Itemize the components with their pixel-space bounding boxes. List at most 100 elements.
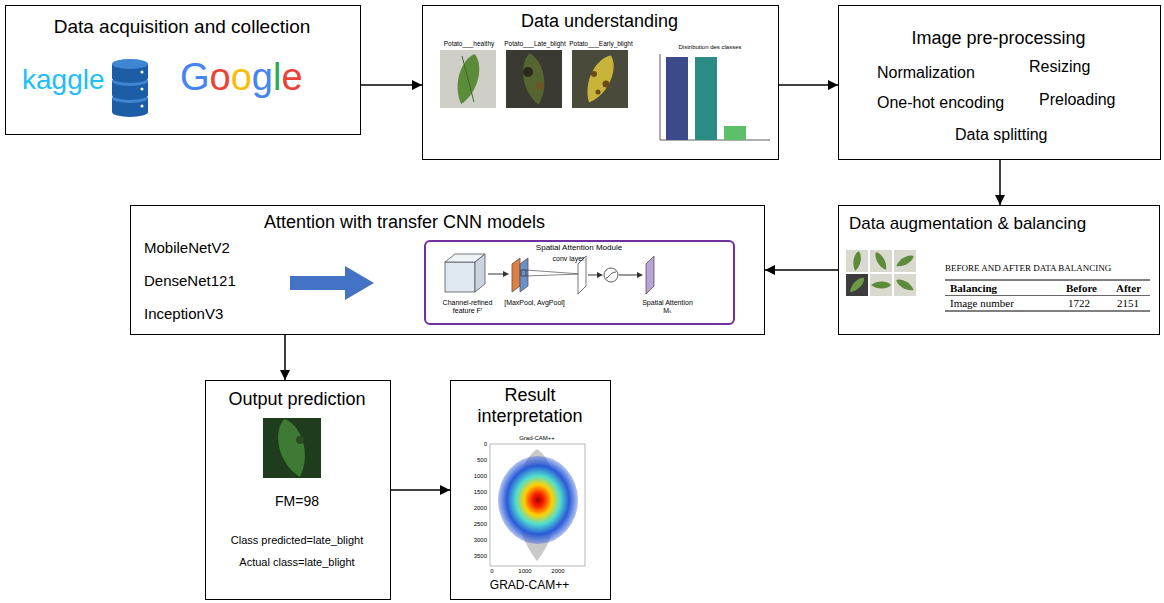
db-light xyxy=(141,105,144,108)
conv-line xyxy=(526,270,581,274)
box-title: Data understanding xyxy=(423,11,776,32)
leaf-spot xyxy=(536,82,544,90)
box-text: Google xyxy=(180,56,303,100)
box-text: Potato___Early_blight xyxy=(556,40,646,47)
chart-bar xyxy=(724,126,746,140)
box-text: conv layer xyxy=(553,255,585,263)
flow-head xyxy=(637,272,643,278)
box-text: InceptionV3 xyxy=(144,305,223,322)
box-text: [MaxPool, AvgPool] xyxy=(500,299,570,307)
logo-letter: l xyxy=(273,56,281,98)
module-box: Spatial Attention ModuleChannel-refined … xyxy=(424,240,735,325)
leaf xyxy=(272,416,311,480)
caption-text: Grad-CAM++ xyxy=(507,435,567,442)
axis-tick: 1000 xyxy=(457,473,487,480)
leaf-spot xyxy=(591,71,597,77)
conv-line xyxy=(526,274,581,276)
thumb-ground xyxy=(440,50,496,108)
table-cell: 1722 xyxy=(1068,297,1090,309)
flow-line xyxy=(588,275,598,276)
box-text: MobileNetV2 xyxy=(144,239,230,256)
logo-letter: o xyxy=(231,56,252,98)
flow-head xyxy=(503,271,509,277)
thumb-ground xyxy=(572,50,628,108)
leaf xyxy=(580,51,620,107)
box-text: Channel-refined feature F′ xyxy=(436,299,500,315)
pool-map xyxy=(512,258,520,292)
flow-arrow xyxy=(361,84,422,86)
axis-tick: 0 xyxy=(457,441,487,448)
axis-tick: 1500 xyxy=(457,489,487,496)
box-text: Data splitting xyxy=(955,126,1048,144)
table-rules xyxy=(945,280,1150,311)
box-text: Potato___healthy xyxy=(424,40,514,47)
process-box: Attention with transfer CNN modelsMobile… xyxy=(130,205,765,335)
table-rule xyxy=(945,280,1150,281)
box-text: DenseNet121 xyxy=(144,272,236,289)
flow-arrow xyxy=(779,84,838,86)
box-title: Spatial Attention Module xyxy=(426,243,732,252)
flow-arrow xyxy=(391,489,450,491)
logo-letter: e xyxy=(281,56,302,98)
leaf-spot xyxy=(296,436,304,444)
axis-tick: 1000 xyxy=(515,568,535,575)
caption-text: Distribution des classes xyxy=(675,44,745,51)
leaf-rib xyxy=(462,56,474,102)
db-light xyxy=(141,88,144,91)
prediction-image xyxy=(263,416,321,480)
leaf xyxy=(873,251,889,272)
db-part xyxy=(112,59,148,69)
leaf xyxy=(452,51,484,106)
box-text: Class predicted=late_blight xyxy=(206,534,388,547)
class-bar-chart xyxy=(660,54,770,140)
leaf-spot xyxy=(523,67,533,77)
box-text: Normalization xyxy=(877,64,975,82)
chart-bar xyxy=(695,57,717,140)
table-cell: Balancing xyxy=(950,282,997,294)
thumb-ground xyxy=(870,274,892,296)
heatmap xyxy=(498,456,578,544)
box-text: Resizing xyxy=(1029,58,1090,76)
augmented-thumbnails xyxy=(846,250,916,296)
conv-map xyxy=(578,256,586,294)
box-title: Result interpretation xyxy=(455,385,605,426)
attention-map xyxy=(646,256,654,294)
thumb-ground xyxy=(846,250,868,272)
table-rule xyxy=(945,311,1150,312)
table-rule xyxy=(945,295,1150,296)
axis-tick: 3500 xyxy=(457,553,487,560)
leaf xyxy=(871,281,891,288)
leaf-spot xyxy=(603,81,610,88)
box-title: Data acquisition and collection xyxy=(6,16,358,38)
gradcam-image xyxy=(490,444,585,566)
process-box: Data acquisition and collectionkaggleGoo… xyxy=(5,5,361,135)
cube-face xyxy=(445,262,475,292)
leaf-thumbnails xyxy=(440,50,628,108)
block-arrow xyxy=(290,266,374,300)
flow-line xyxy=(488,274,504,275)
chart-axis xyxy=(660,54,661,140)
sigmoid-curve xyxy=(606,272,616,278)
box-text: FM=98 xyxy=(206,493,388,509)
axis-tick: 0 xyxy=(482,568,502,575)
leaf xyxy=(852,251,862,272)
box-title: Output prediction xyxy=(206,389,388,410)
axis-tick: 3000 xyxy=(457,537,487,544)
process-box: Output predictionFM=98Class predicted=la… xyxy=(205,380,391,600)
axis-tick: 2000 xyxy=(457,505,487,512)
leaf xyxy=(519,52,548,107)
flow-arrow xyxy=(765,269,838,271)
box-text: One-hot encoding xyxy=(877,94,1004,112)
process-box: Image pre-processingNormalizationResizin… xyxy=(838,5,1161,160)
axis-tick: 2000 xyxy=(548,568,568,575)
thumb-ground xyxy=(894,250,916,272)
pool-map xyxy=(520,258,528,292)
box-text: Preloading xyxy=(1039,91,1116,109)
table-cell: After xyxy=(1116,282,1141,294)
box-text: Potato___Late_blight xyxy=(490,40,580,47)
box-text: Spatial Attention Mₛ xyxy=(638,299,698,315)
process-box: Data understandingPotato___healthyPotato… xyxy=(422,5,779,160)
chart-bar xyxy=(666,57,688,140)
db-light xyxy=(141,71,144,74)
